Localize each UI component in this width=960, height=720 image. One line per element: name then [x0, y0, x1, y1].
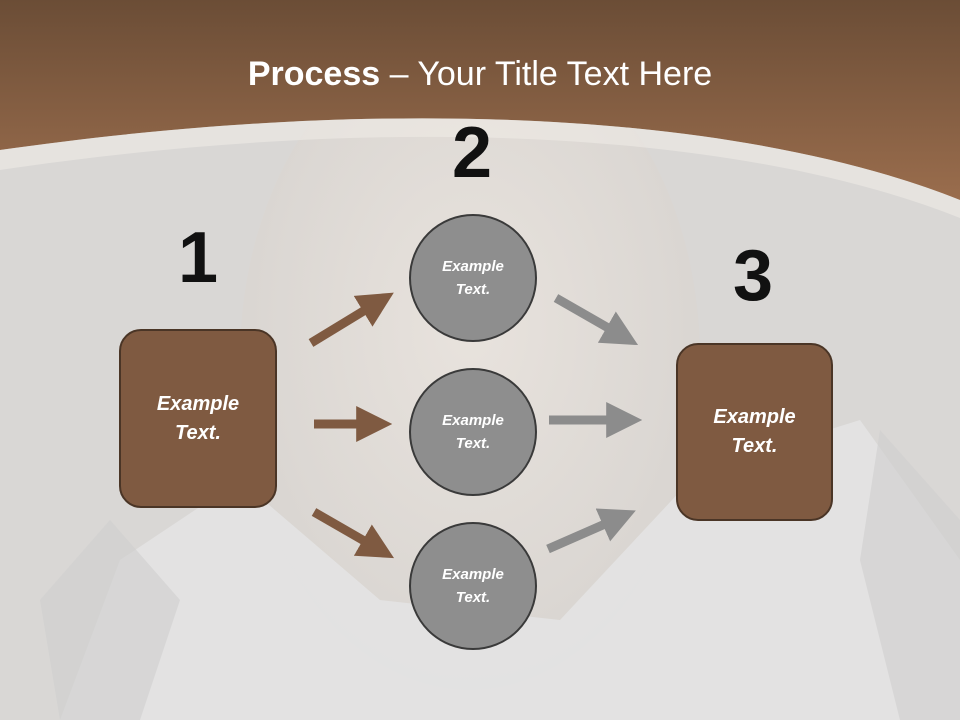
step-1-box: Example Text. — [119, 329, 277, 508]
step-2-circle-bottom: Example Text. — [409, 522, 537, 650]
step-3-number: 3 — [732, 236, 774, 316]
arrow-1-to-top — [308, 292, 394, 347]
step-2-circle-top-label: Example Text. — [442, 258, 504, 298]
step-2-circle-middle-label: Example Text. — [442, 412, 504, 452]
step-2-circle-middle: Example Text. — [409, 368, 537, 496]
slide-title: Process – Your Title Text Here — [0, 52, 960, 96]
arrow-1-to-bottom — [311, 508, 395, 559]
step-2-number: 2 — [451, 113, 493, 193]
step-1-label: Example Text. — [156, 392, 240, 444]
title-bold: Process — [247, 55, 381, 93]
arrow-bottom-to-3 — [546, 508, 636, 554]
step-3-label: Example Text. — [713, 406, 796, 457]
step-1-number: 1 — [177, 218, 219, 298]
step-2-circle-bottom-label: Example Text. — [442, 566, 504, 606]
title-rest: – Your Title Text Here — [380, 55, 713, 93]
step-2-circle-top: Example Text. — [409, 214, 537, 342]
arrow-top-to-3 — [553, 294, 639, 346]
step-3-box: Example Text. — [676, 343, 833, 521]
